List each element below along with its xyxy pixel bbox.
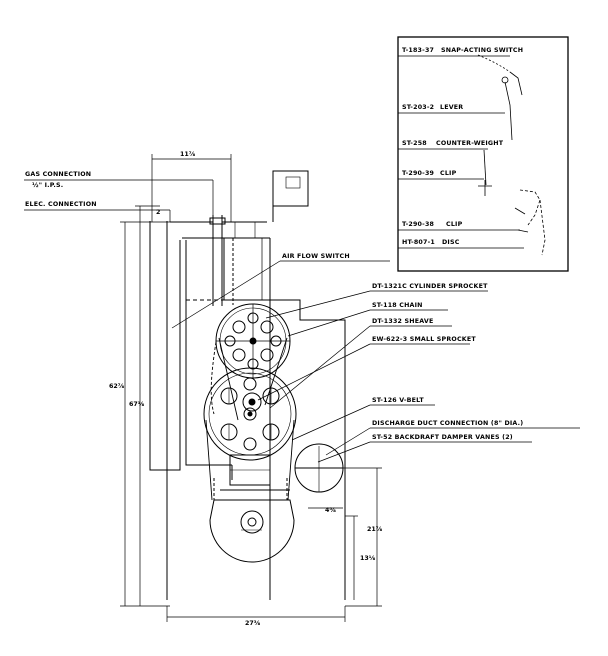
sheave-label: DT-1332 SHEAVE: [372, 318, 433, 325]
right-labels: AIR FLOW SWITCH DT-1321C CYLINDER SPROCK…: [282, 253, 523, 441]
top-stack: [272, 170, 309, 222]
motor-bracket: [213, 454, 290, 500]
dim-height-inner: 67⅛: [129, 401, 145, 408]
inset-part-name-6: DISC: [442, 239, 460, 246]
air-flow-switch-label: AIR FLOW SWITCH: [282, 253, 350, 260]
inset-part-no-6: HT-807-1: [402, 239, 435, 246]
dim-height-outer: 62⅞: [109, 383, 125, 390]
cabinet-outline: [149, 221, 271, 600]
cylinder-sprocket: [215, 303, 291, 379]
elec-connection-label: ELEC. CONNECTION: [25, 201, 97, 208]
dim-duct-height: 21⅞: [367, 526, 383, 533]
dim-top-width: 11⅞: [180, 151, 196, 158]
inset-labels: T-183-37 SNAP-ACTING SWITCH ST-203-2 LEV…: [402, 47, 523, 246]
gas-connection-label: GAS CONNECTION: [25, 171, 91, 178]
left-leaders: [24, 179, 214, 222]
motor-pulley: [209, 499, 295, 563]
inset-box: [397, 36, 569, 272]
inset-part-name-2: LEVER: [440, 104, 463, 111]
v-belt-label: ST-126 V-BELT: [372, 397, 424, 404]
inset-part-no-3: ST-258: [402, 140, 427, 147]
gas-pipe: [209, 215, 234, 306]
inset-part-no-4: T-290-39: [402, 170, 434, 177]
dim-duct-offset: 4⅝: [325, 507, 336, 514]
inset-part-name-5: CLIP: [446, 221, 463, 228]
small-sprocket: [242, 392, 262, 412]
inset-part-no-1: T-183-37: [402, 47, 434, 54]
inset-part-name-4: CLIP: [440, 170, 457, 177]
dimension-labels: 11⅞ 2 62⅞ 67⅛ 4⅝ 21⅞ 13⅛ 27⅜: [109, 151, 383, 627]
chain-label: ST-118 CHAIN: [372, 302, 423, 309]
inset-part-name-3: COUNTER-WEIGHT: [436, 140, 504, 147]
dim-elec-offset: 2: [156, 209, 160, 216]
v-belt: [205, 419, 295, 501]
damper-vanes-label: ST-52 BACKDRAFT DAMPER VANES (2): [372, 434, 513, 441]
inset-leaders: [398, 55, 524, 249]
sheave: [203, 367, 297, 461]
left-labels: GAS CONNECTION ½" I.P.S. ELEC. CONNECTIO…: [25, 171, 97, 208]
discharge-duct-label: DISCHARGE DUCT CONNECTION (8" DIA.): [372, 420, 523, 427]
main-housing: [185, 238, 346, 600]
cylinder-sprocket-label: DT-1321C CYLINDER SPROCKET: [372, 283, 488, 290]
small-sprocket-label: EW-622-3 SMALL SPROCKET: [372, 336, 476, 343]
dimension-lines: [120, 154, 382, 622]
right-leaders: [171, 260, 580, 463]
gas-size-label: ½" I.P.S.: [32, 181, 63, 189]
inset-part-name-1: SNAP-ACTING SWITCH: [441, 47, 523, 54]
dim-bottom-width: 27⅜: [245, 620, 261, 627]
dim-base-height: 13⅛: [360, 555, 376, 562]
discharge-duct: [294, 443, 344, 493]
inset-part-no-2: ST-203-2: [402, 104, 434, 111]
switch-detail: [477, 54, 546, 256]
inset-part-no-5: T-290-38: [402, 221, 434, 228]
internal-lines: [179, 238, 263, 470]
chain: [210, 337, 288, 421]
